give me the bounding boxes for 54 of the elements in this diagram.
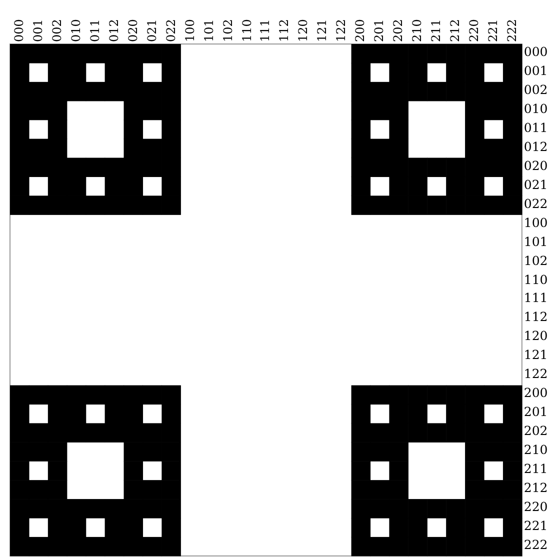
row-label: 100 — [524, 214, 548, 232]
column-label: 210 — [409, 19, 426, 42]
column-label: 202 — [390, 19, 406, 42]
row-label: 222 — [524, 536, 548, 554]
row-label: 211 — [524, 460, 548, 478]
column-label: 020 — [124, 19, 141, 42]
row-label: 110 — [524, 270, 548, 289]
column-label: 102 — [220, 19, 236, 42]
row-label: 201 — [524, 403, 548, 422]
column-label: 011 — [86, 19, 103, 42]
row-label: 002 — [524, 80, 548, 99]
column-label: 002 — [48, 19, 65, 42]
row-label: 220 — [524, 498, 548, 516]
row-label: 012 — [524, 138, 548, 156]
column-label: 121 — [314, 19, 330, 42]
row-label: 120 — [524, 327, 548, 346]
column-label: 100 — [182, 19, 198, 42]
row-label: 000 — [524, 43, 548, 61]
column-label: 021 — [144, 19, 160, 42]
column-label: 112 — [276, 19, 292, 42]
column-label: 222 — [504, 19, 520, 42]
column-label: 122 — [333, 19, 350, 42]
row-label: 210 — [524, 441, 548, 460]
row-label: 202 — [524, 422, 548, 440]
column-label: 201 — [371, 19, 388, 42]
row-label: 221 — [524, 517, 548, 535]
row-label: 112 — [524, 308, 548, 326]
column-label: 221 — [485, 19, 501, 42]
column-label: 220 — [466, 19, 482, 42]
row-label: 020 — [524, 156, 548, 175]
row-label: 022 — [524, 194, 548, 213]
row-label: 001 — [524, 62, 548, 80]
row-label: 200 — [524, 384, 548, 402]
column-label: 110 — [238, 19, 255, 42]
column-label: 010 — [68, 19, 84, 42]
row-label: 102 — [524, 252, 548, 270]
column-label: 101 — [200, 19, 217, 42]
column-label: 000 — [11, 19, 27, 42]
row-label: 111 — [524, 289, 548, 308]
row-label: 101 — [524, 232, 548, 251]
row-label: 011 — [524, 118, 548, 137]
row-label: 010 — [524, 100, 548, 118]
column-label: 212 — [447, 19, 464, 42]
column-label: 012 — [106, 19, 122, 42]
column-label: 001 — [30, 19, 46, 42]
row-label: 121 — [524, 346, 548, 364]
column-label: 111 — [257, 19, 274, 42]
column-label: 200 — [352, 19, 368, 42]
row-label: 122 — [524, 365, 548, 384]
row-label: 212 — [524, 479, 548, 498]
row-label: 021 — [524, 176, 548, 194]
column-label: 211 — [428, 19, 444, 42]
column-label: 022 — [162, 19, 179, 42]
column-label: 120 — [295, 19, 312, 42]
